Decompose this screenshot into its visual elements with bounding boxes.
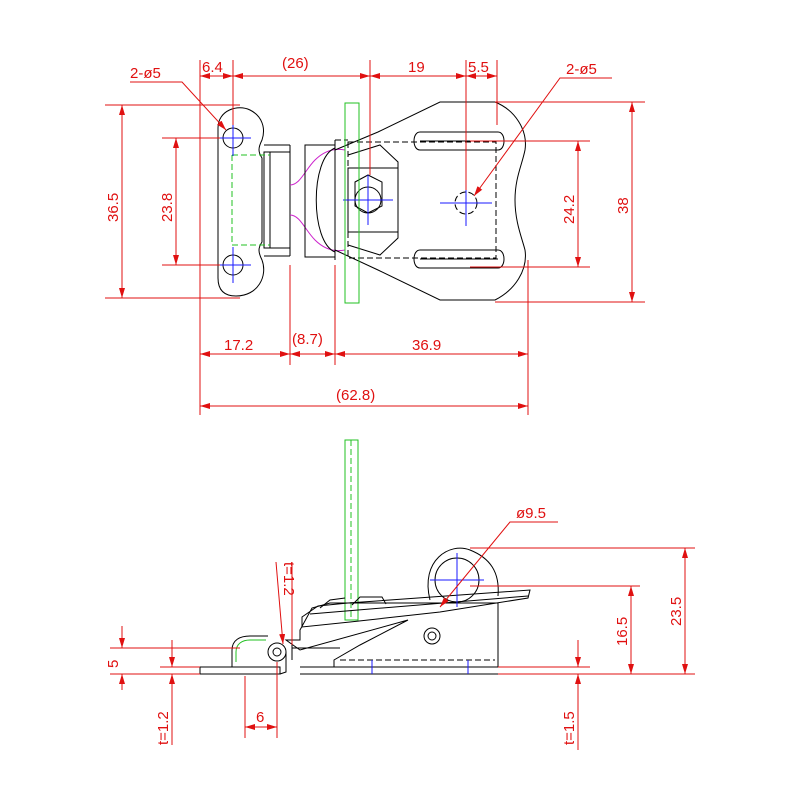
dim-26: (26) [282,55,309,72]
side-lever-phantom [344,439,359,621]
side-strike-plate [199,635,287,675]
dim-23-5: 23.5 [668,597,685,626]
side-lever [301,589,531,628]
dim-16-5: 16.5 [614,617,631,646]
strike-plate-phantom [231,154,270,246]
pin-center-mark [343,175,492,226]
lever-phantom [344,102,360,304]
side-pivot-boss [427,547,499,607]
top-dimensions [105,60,645,415]
dim-6-4: 6.4 [202,59,223,76]
dim-dia-9-5: ø9.5 [516,505,546,522]
strike-plate-outline [217,107,291,297]
hole-callout-left: 2-ø5 [130,65,161,82]
dim-17-2: 17.2 [224,337,253,354]
dim-36-9: 36.9 [412,337,441,354]
top-view: 2-ø5 6.4 (26) 19 5.5 2-ø5 36.5 23.8 24.2… [105,55,645,415]
left-hole-bottom [215,247,251,283]
latch-slots [413,131,505,269]
side-view: ø9.5 t=1.2 5 t=1.2 6 16.5 23.5 t=1.5 [105,439,695,750]
left-hole-top [215,120,251,156]
dim-5: 5 [105,660,122,668]
dim-6: 6 [256,709,264,726]
hook-outline [289,148,346,252]
side-dimensions [110,521,695,750]
dim-38: 38 [615,197,632,214]
dim-24-2: 24.2 [561,195,578,224]
dim-62-8: (62.8) [336,387,375,404]
dim-23-8: 23.8 [159,193,176,222]
dim-5-5: 5.5 [468,59,489,76]
dim-36-5: 36.5 [105,193,122,222]
dim-19: 19 [408,59,425,76]
dim-8-7: (8.7) [292,331,323,348]
dim-t-1-2-top: t=1.2 [280,562,297,596]
dim-t-1-5: t=1.5 [561,711,578,745]
hole-callout-right: 2-ø5 [566,61,597,78]
dim-t-1-2-bottom: t=1.2 [155,711,172,745]
